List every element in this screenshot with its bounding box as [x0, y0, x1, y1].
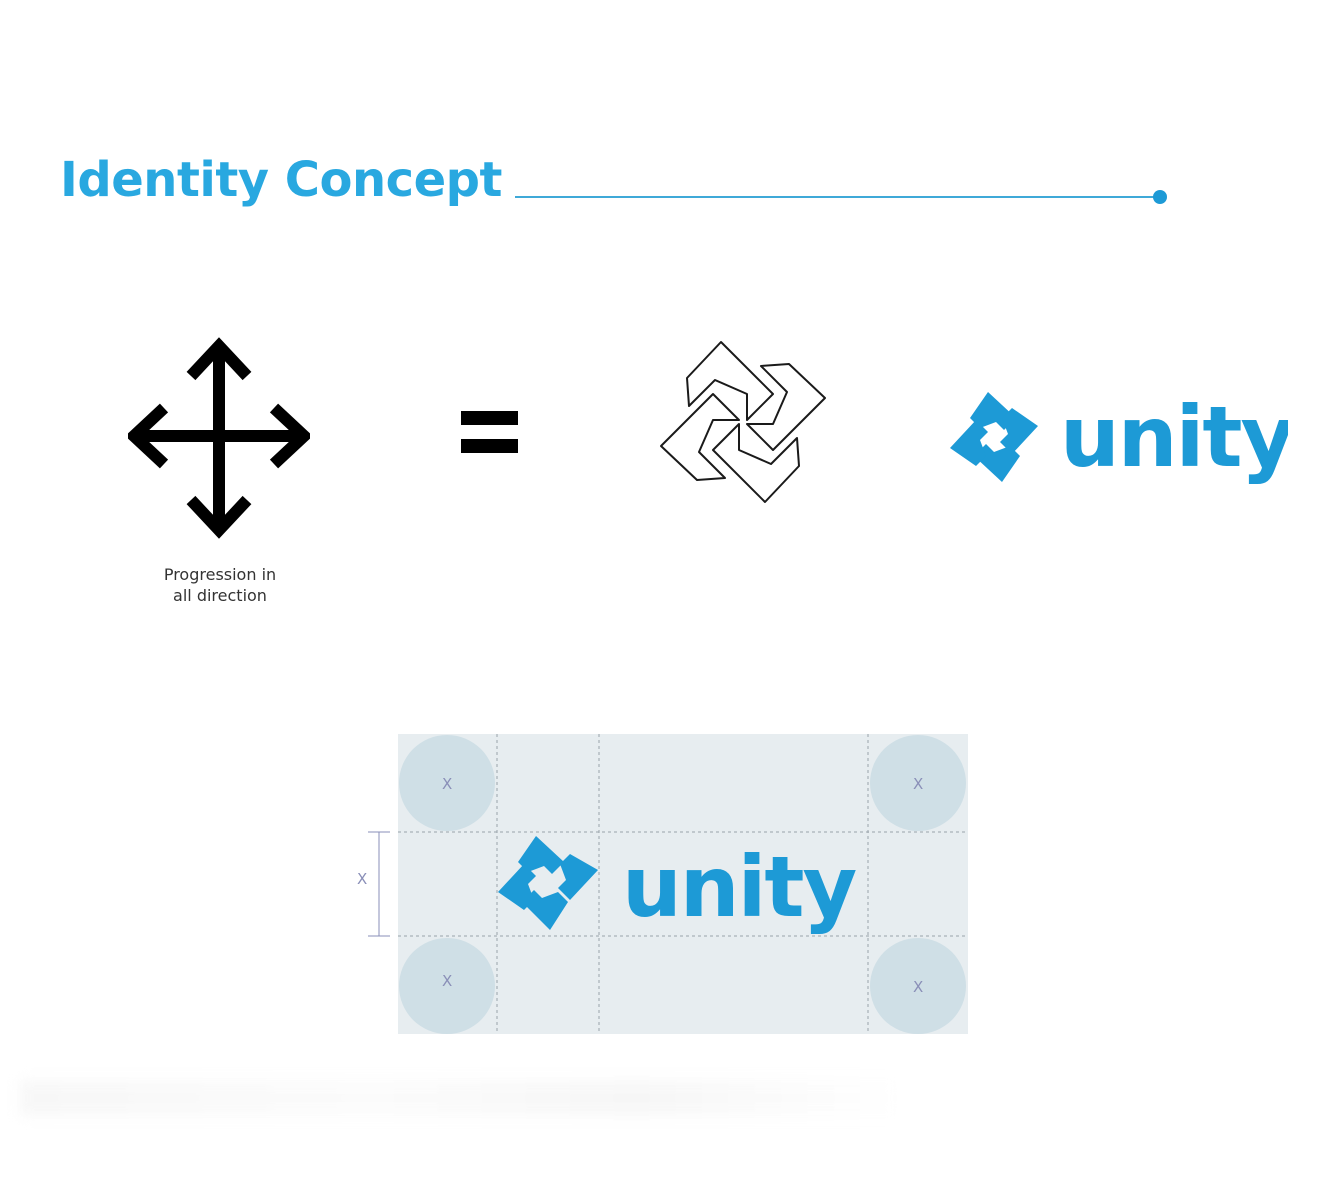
title-divider-line	[515, 196, 1155, 198]
x-dimension-label: X	[357, 870, 367, 888]
logo-wordmark: unity	[1060, 388, 1288, 486]
corner-label-bottom-right: X	[913, 978, 923, 996]
corner-label-top-right: X	[913, 775, 923, 793]
caption-line-1: Progression in	[163, 565, 277, 584]
clearspace-circle-bottom-left	[399, 938, 495, 1034]
corner-label-bottom-left: X	[442, 972, 452, 990]
x-dimension-marker	[368, 831, 390, 937]
unity-cube-mark-icon	[950, 392, 1038, 482]
caption-line-2: all direction	[173, 586, 267, 605]
clearspace-wordmark: unity	[622, 838, 857, 936]
clearspace-circle-top-left	[399, 735, 495, 831]
concept-caption: Progression in all direction	[140, 564, 300, 606]
four-direction-arrows-icon	[128, 337, 310, 539]
unity-cube-mark-icon	[498, 836, 598, 930]
unity-outline-mark-icon	[660, 341, 826, 503]
equals-icon	[461, 411, 518, 453]
clearspace-circles	[399, 735, 966, 1034]
clearspace-circle-top-right	[870, 735, 966, 831]
corner-label-top-left: X	[442, 775, 452, 793]
blurred-footer-strip	[20, 1080, 900, 1116]
clearspace-circle-bottom-right	[870, 938, 966, 1034]
clearspace-diagram: X X X X X unity	[357, 734, 968, 1034]
title-divider-dot	[1153, 190, 1167, 204]
clearspace-guides	[398, 734, 968, 1034]
unity-logo: unity	[950, 388, 1288, 486]
page-title: Identity Concept	[60, 152, 502, 208]
